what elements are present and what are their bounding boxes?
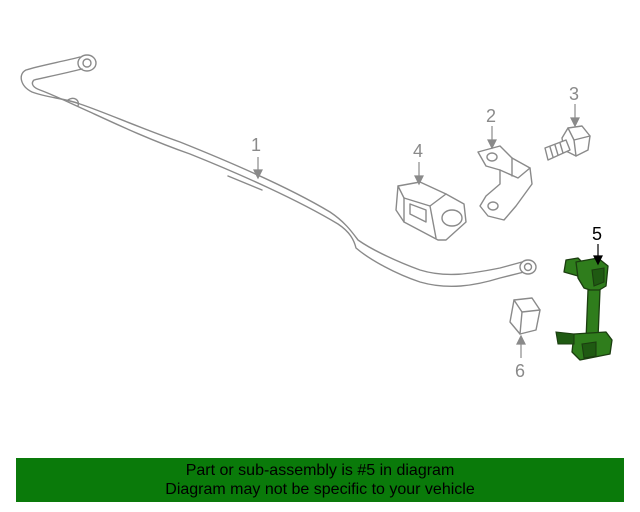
nut[interactable]: [509, 297, 541, 335]
callout-4: 4: [413, 141, 423, 161]
callout-3: 3: [569, 84, 579, 104]
bolt[interactable]: [544, 125, 591, 161]
callout-5: 5: [592, 224, 602, 244]
stabilizer-link[interactable]: [555, 257, 613, 361]
stabilizer-bar[interactable]: [20, 54, 537, 288]
banner-line-2: Diagram may not be specific to your vehi…: [165, 481, 475, 498]
callout-2: 2: [486, 106, 496, 126]
leader-arrow-2: [487, 139, 497, 150]
banner-line-1: Part or sub-assembly is #5 in diagram: [185, 462, 455, 479]
info-banner: Part or sub-assembly is #5 in diagram Di…: [16, 458, 624, 502]
callout-1: 1: [251, 135, 261, 155]
leader-arrow-4: [414, 175, 424, 186]
bracket[interactable]: [477, 145, 533, 221]
leader-arrow-3: [570, 117, 580, 128]
leader-arrow-1: [253, 169, 263, 180]
bushing[interactable]: [395, 181, 467, 241]
callout-6: 6: [515, 361, 525, 381]
leader-arrow-6: [516, 334, 526, 345]
leader-arrow-5: [593, 255, 603, 266]
